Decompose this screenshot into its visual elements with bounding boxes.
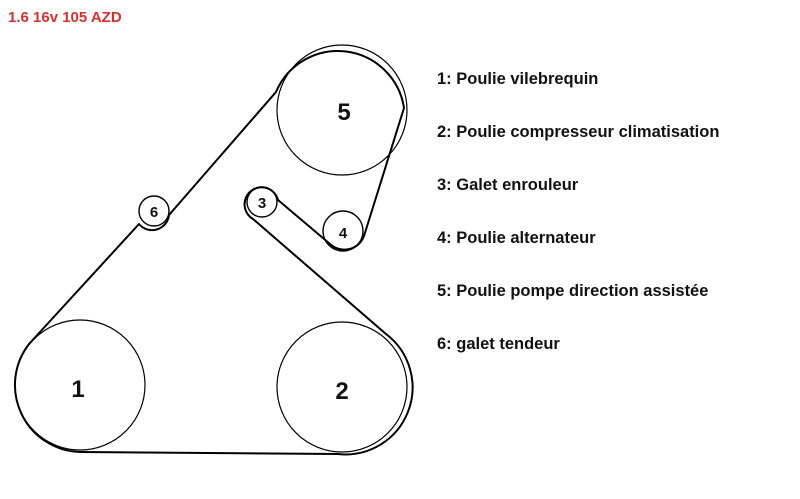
- pulley-1-number: 1: [71, 376, 84, 403]
- legend-item-6: 6: galet tendeur: [437, 335, 560, 353]
- pulley-3-number: 3: [258, 195, 266, 212]
- serpentine-belt: [14, 50, 414, 456]
- diagram-title: 1.6 16v 105 AZD: [8, 9, 122, 26]
- pulley-6-tensioner: [138, 195, 170, 227]
- pulley-6-number: 6: [150, 204, 158, 221]
- legend-item-2: 2: Poulie compresseur climatisation: [437, 123, 720, 141]
- pulley-5-power-steering: [276, 44, 408, 176]
- pulley-4-alternator: [322, 210, 364, 252]
- legend: 1: Poulie vilebrequin 2: Poulie compress…: [437, 66, 719, 384]
- legend-item-5: 5: Poulie pompe direction assistée: [437, 282, 709, 300]
- legend-item-4: 4: Poulie alternateur: [437, 229, 596, 247]
- pulley-5-number: 5: [337, 99, 350, 126]
- pulley-4-number: 4: [339, 225, 348, 242]
- pulley-2-number: 2: [335, 378, 348, 405]
- legend-item-1: 1: Poulie vilebrequin: [437, 70, 599, 88]
- pulley-2-ac-compressor: [276, 321, 408, 453]
- legend-item-3: 3: Galet enrouleur: [437, 176, 579, 194]
